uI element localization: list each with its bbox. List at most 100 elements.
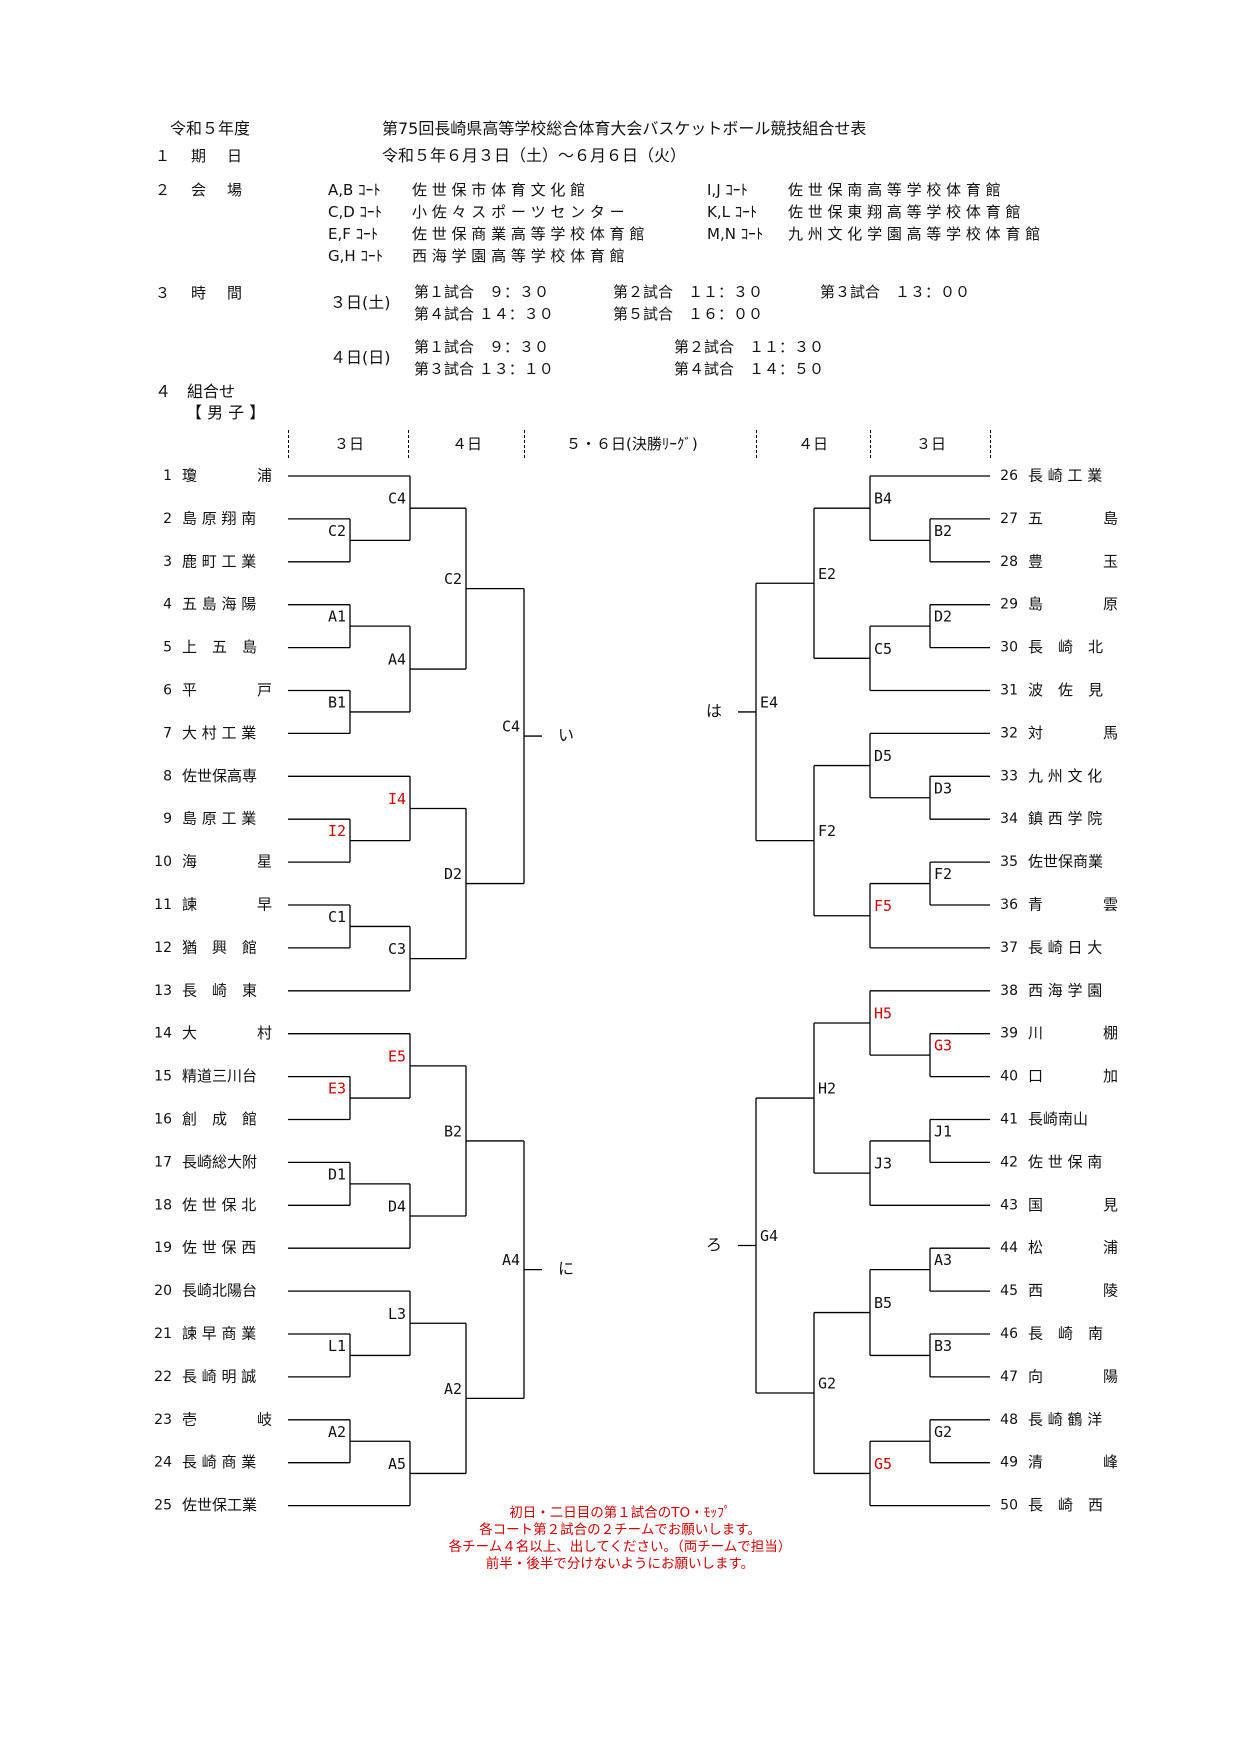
- game-label: G3: [934, 1037, 952, 1055]
- team-number: 36: [1000, 897, 1018, 913]
- team-number: 12: [154, 940, 172, 956]
- team-number: 37: [1000, 940, 1018, 956]
- day3-game: 第１試合 ９：３０: [414, 283, 550, 301]
- game-label: D2: [934, 608, 952, 626]
- column-divider: [870, 430, 871, 458]
- team-number: 11: [154, 897, 172, 913]
- day4-game: 第３試合 １３：１０: [414, 360, 554, 378]
- venue-court: M,N ｺｰﾄ: [707, 225, 764, 243]
- team-name: 川 棚: [1028, 1024, 1118, 1042]
- team-number: 20: [154, 1283, 172, 1299]
- column-divider: [524, 430, 525, 458]
- game-label: A1: [328, 608, 346, 626]
- game-label: I4: [388, 790, 406, 808]
- team-number: 46: [1000, 1326, 1018, 1342]
- note-line: 初日・二日目の第１試合のTO・ﾓｯﾌﾟ: [509, 1505, 731, 1521]
- team-number: 13: [154, 983, 172, 999]
- game-label: C1: [328, 908, 346, 926]
- team-number: 50: [1000, 1498, 1018, 1514]
- day4-game: 第１試合 ９：３０: [414, 338, 550, 356]
- game-label: B3: [934, 1337, 952, 1355]
- team-name: 壱 岐: [182, 1410, 272, 1428]
- team-name: 諫 早 商 業: [182, 1325, 256, 1343]
- team-number: 2: [163, 511, 172, 527]
- team-number: 27: [1000, 511, 1018, 527]
- year-label: 令和５年度: [170, 119, 251, 138]
- game-label: E3: [328, 1080, 346, 1098]
- team-name: 大 村: [182, 1024, 272, 1042]
- game-label: C5: [874, 640, 892, 658]
- team-number: 8: [163, 768, 172, 784]
- team-number: 25: [154, 1498, 172, 1514]
- team-number: 16: [154, 1112, 172, 1128]
- game-label: L3: [388, 1305, 406, 1323]
- day-header: ４日: [452, 435, 483, 453]
- team-number: 45: [1000, 1283, 1018, 1299]
- game-label: A2: [328, 1423, 346, 1441]
- block-label: は: [706, 701, 722, 720]
- game-label: G4: [760, 1227, 778, 1245]
- team-number: 17: [154, 1154, 172, 1170]
- venue-name: 九 州 文 化 学 園 高 等 学 校 体 育 館: [788, 225, 1041, 243]
- game-label: G5: [874, 1455, 892, 1473]
- day3-game: 第５試合 １６：００: [613, 305, 764, 323]
- team-name: 島 原 翔 南: [182, 509, 256, 527]
- team-name: 島 原 工 業: [182, 810, 256, 828]
- team-number: 40: [1000, 1069, 1018, 1085]
- team-number: 1: [163, 468, 172, 484]
- venue-name: 小 佐 々 ス ポ ー ツ セ ン タ ー: [412, 203, 625, 221]
- venue-name: 佐 世 保 南 高 等 学 校 体 育 館: [788, 181, 1001, 199]
- game-label: D5: [874, 747, 892, 765]
- team-number: 4: [163, 597, 172, 613]
- venue-name: 佐 世 保 商 業 高 等 学 校 体 育 館: [412, 225, 645, 243]
- team-name: 清 峰: [1028, 1453, 1118, 1471]
- game-label: B2: [934, 522, 952, 540]
- team-name: 佐 世 保 南: [1028, 1153, 1102, 1171]
- game-label: B4: [874, 490, 892, 508]
- team-name: 長 崎 東: [182, 981, 257, 999]
- team-name: 長 崎 工 業: [1028, 467, 1102, 485]
- game-label: F2: [934, 865, 952, 883]
- team-number: 28: [1000, 554, 1018, 570]
- team-name: 佐 世 保 北: [182, 1196, 256, 1214]
- team-name: 豊 玉: [1028, 552, 1118, 570]
- team-number: 19: [154, 1240, 172, 1256]
- game-label: D1: [328, 1165, 346, 1183]
- game-label: J1: [934, 1122, 952, 1140]
- block-label: に: [558, 1259, 574, 1278]
- team-number: 34: [1000, 811, 1018, 827]
- team-number: 42: [1000, 1154, 1018, 1170]
- team-number: 35: [1000, 854, 1018, 870]
- game-label: E2: [818, 565, 836, 583]
- day4-game: 第４試合 １４：５０: [674, 360, 825, 378]
- day-header: ３日: [916, 435, 947, 453]
- team-number: 14: [154, 1026, 172, 1042]
- game-label: D3: [934, 779, 952, 797]
- game-label: B5: [874, 1294, 892, 1312]
- note-line: 各コート第２試合の２チームでお願いします。: [479, 1522, 761, 1538]
- team-number: 22: [154, 1369, 172, 1385]
- game-label: B1: [328, 693, 346, 711]
- game-label: A4: [502, 1251, 520, 1269]
- venue-court: G,H ｺｰﾄ: [328, 247, 383, 265]
- team-number: 23: [154, 1412, 172, 1428]
- team-number: 7: [163, 725, 172, 741]
- page-title: 第75回長崎県高等学校総合体育大会バスケットボール競技組合せ表: [382, 119, 867, 138]
- game-label: E4: [760, 693, 778, 711]
- date-label: １ 期 日: [155, 147, 246, 165]
- team-name: 長崎北陽台: [182, 1282, 257, 1300]
- game-label: G2: [818, 1374, 836, 1392]
- game-label: H5: [874, 1004, 892, 1022]
- venue-court: K,L ｺｰﾄ: [707, 203, 758, 221]
- day4-label: ４日(日): [330, 348, 391, 367]
- column-divider: [408, 430, 409, 458]
- venue-court: I,J ｺｰﾄ: [707, 181, 748, 199]
- team-name: 大 村 工 業: [182, 724, 256, 742]
- team-name: 長崎総大附: [182, 1153, 257, 1171]
- team-number: 43: [1000, 1197, 1018, 1213]
- game-label: C2: [444, 570, 462, 588]
- day-header: ４日: [798, 435, 829, 453]
- team-name: 瓊 浦: [182, 467, 272, 485]
- team-number: 39: [1000, 1026, 1018, 1042]
